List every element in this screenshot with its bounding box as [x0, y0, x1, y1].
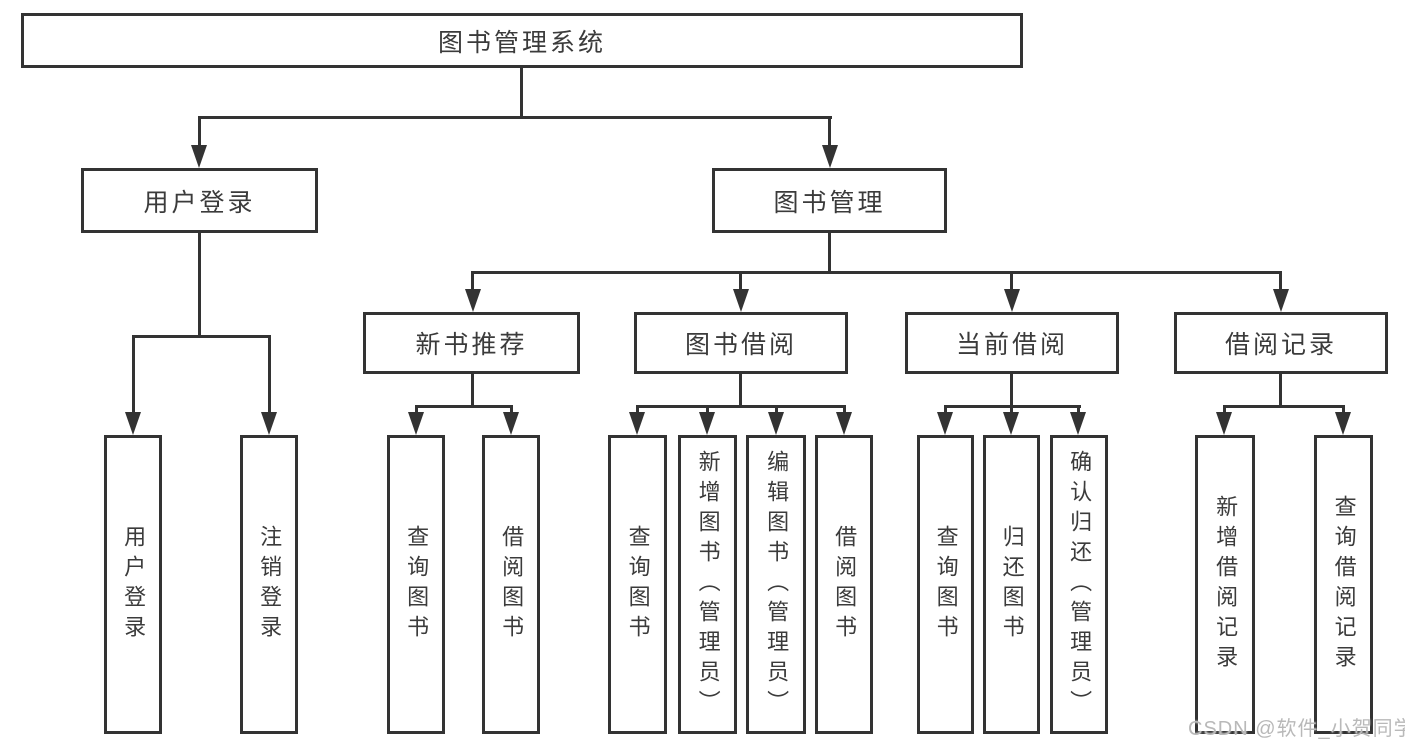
arrow-down-leaf: [699, 412, 715, 435]
arrow-down-leaf: [1335, 412, 1351, 435]
connector-new-book-stem: [471, 374, 474, 408]
arrow-down-new-book: [465, 289, 481, 312]
leaf-borrow-books-borrowing: 借阅图书: [815, 435, 873, 734]
leaf-add-borrow-record-label: 新增借阅记录: [1213, 494, 1239, 675]
arrow-down-book-management: [822, 145, 838, 168]
csdn-watermark: CSDN @软件_小贺同学: [1188, 718, 1405, 740]
node-book-management: 图书管理: [712, 168, 947, 233]
leaf-query-borrow-record: 查询借阅记录: [1314, 435, 1373, 734]
node-borrowing-records-label: 借阅记录: [1224, 331, 1337, 359]
arrow-down-leaf: [1003, 412, 1019, 435]
leaf-add-book-admin-label: 新增图书（管理员）: [695, 449, 721, 720]
connector-to-current-borrowing: [1010, 273, 1013, 289]
leaf-query-books-borrowing: 查询图书: [608, 435, 667, 734]
connector-user-login-hline: [132, 335, 271, 338]
leaf-add-book-admin: 新增图书（管理员）: [678, 435, 737, 734]
leaf-edit-book-admin: 编辑图书（管理员）: [746, 435, 806, 734]
node-new-book-recommendation: 新书推荐: [363, 312, 580, 374]
leaf-query-books-current: 查询图书: [917, 435, 974, 734]
arrow-down-book-borrowing: [733, 289, 749, 312]
leaf-query-books-current-label: 查询图书: [933, 524, 959, 645]
connector-book-borrowing-hline: [636, 405, 846, 408]
node-book-borrowing-label: 图书借阅: [684, 331, 797, 359]
node-book-borrowing: 图书借阅: [634, 312, 848, 374]
node-root-label: 图书管理系统: [437, 28, 606, 57]
arrow-down-leaf: [629, 412, 645, 435]
connector-borrowing-records-hline: [1223, 405, 1345, 408]
node-user-login-label: 用户登录: [143, 188, 256, 217]
arrow-down-leaf: [408, 412, 424, 435]
node-current-borrowing-label: 当前借阅: [955, 331, 1068, 359]
leaf-query-books-recommend: 查询图书: [387, 435, 445, 734]
arrow-down-borrowing-records: [1273, 289, 1289, 312]
node-borrowing-records: 借阅记录: [1174, 312, 1388, 374]
leaf-borrow-books-borrowing-label: 借阅图书: [832, 524, 858, 645]
leaf-add-borrow-record: 新增借阅记录: [1195, 435, 1255, 734]
leaf-logout-label: 注销登录: [257, 524, 283, 645]
connector-to-leaf-user-login: [132, 338, 135, 414]
arrow-down-leaf: [1070, 412, 1086, 435]
arrow-down-leaf-logout: [261, 412, 277, 435]
arrow-down-leaf: [937, 412, 953, 435]
node-new-book-recommendation-label: 新书推荐: [415, 331, 528, 359]
connector-to-new-book: [471, 273, 474, 289]
connector-book-borrowing-stem: [739, 374, 742, 408]
node-current-borrowing: 当前借阅: [905, 312, 1119, 374]
leaf-confirm-return-admin: 确认归还（管理员）: [1050, 435, 1108, 734]
connector-to-borrowing-records: [1279, 273, 1282, 289]
connector-book-management-stem: [828, 233, 831, 274]
connector-to-book-borrowing: [739, 273, 742, 289]
leaf-return-books-label: 归还图书: [999, 524, 1025, 645]
leaf-confirm-return-admin-label: 确认归还（管理员）: [1067, 449, 1093, 720]
connector-root-stem: [520, 68, 523, 118]
connector-to-book-management: [828, 118, 831, 148]
leaf-borrow-books-recommend: 借阅图书: [482, 435, 540, 734]
connector-current-borrowing-hline: [944, 405, 1081, 408]
leaf-user-login-label: 用户登录: [121, 524, 147, 645]
leaf-edit-book-admin-label: 编辑图书（管理员）: [764, 449, 790, 720]
node-user-login: 用户登录: [81, 168, 318, 233]
connector-current-borrowing-stem: [1010, 374, 1013, 408]
leaf-return-books: 归还图书: [983, 435, 1040, 734]
arrow-down-current-borrowing: [1004, 289, 1020, 312]
arrow-down-leaf: [1216, 412, 1232, 435]
connector-level1-hline: [198, 116, 832, 119]
connector-to-user-login: [198, 118, 201, 148]
connector-to-leaf-logout: [268, 338, 271, 414]
leaf-query-books-borrowing-label: 查询图书: [625, 524, 651, 645]
leaf-borrow-books-recommend-label: 借阅图书: [499, 524, 525, 645]
arrow-down-leaf: [768, 412, 784, 435]
connector-level3-hline: [471, 271, 1282, 274]
arrow-down-user-login: [191, 145, 207, 168]
arrow-down-leaf: [503, 412, 519, 435]
connector-new-book-hline: [415, 405, 513, 408]
node-book-management-label: 图书管理: [773, 188, 886, 217]
connector-user-login-stem: [198, 233, 201, 337]
leaf-user-login: 用户登录: [104, 435, 162, 734]
leaf-logout: 注销登录: [240, 435, 298, 734]
node-root: 图书管理系统: [21, 13, 1023, 68]
arrow-down-leaf-user-login: [125, 412, 141, 435]
leaf-query-books-recommend-label: 查询图书: [404, 524, 430, 645]
arrow-down-leaf: [836, 412, 852, 435]
connector-borrowing-records-stem: [1279, 374, 1282, 408]
leaf-query-borrow-record-label: 查询借阅记录: [1331, 494, 1357, 675]
